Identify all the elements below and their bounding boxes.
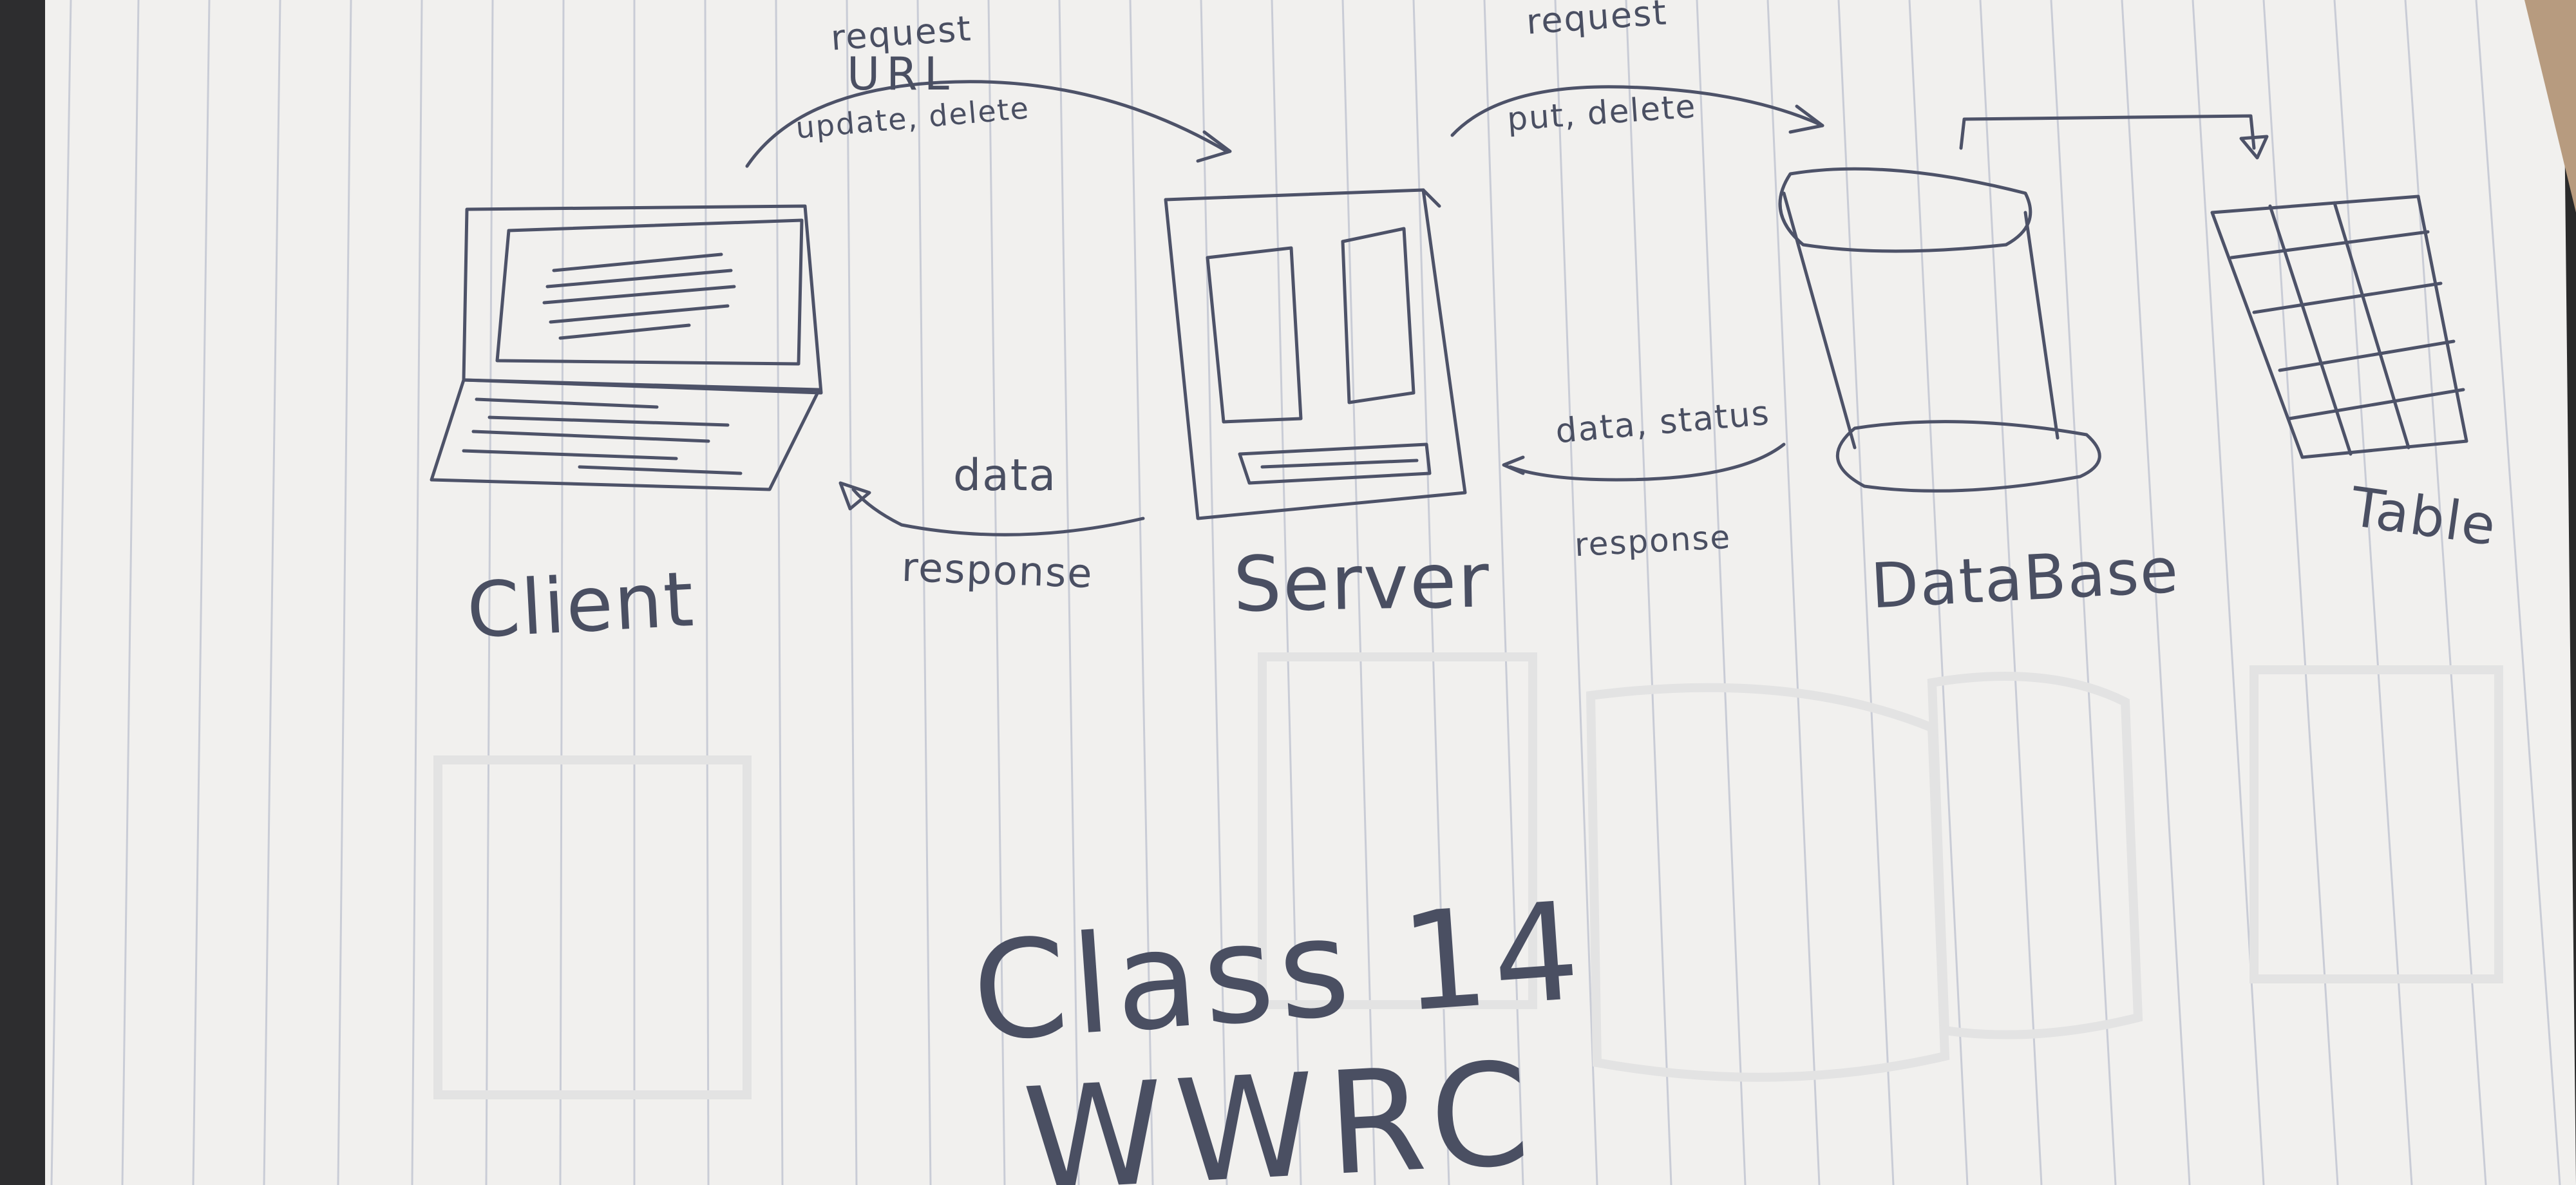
- edge-server-client-data: data: [953, 450, 1057, 501]
- desk-edge: [0, 0, 45, 1185]
- arrow-client-to-server: [745, 80, 1232, 168]
- ruling-lines: [50, 0, 2561, 1185]
- footer-course-code: WWRC: [1019, 1031, 1545, 1185]
- database-label: DataBase: [1869, 534, 2181, 623]
- laptop-icon: [430, 204, 823, 491]
- edge-client-server-url: URL: [847, 48, 956, 100]
- page-show-through: [433, 652, 2503, 1099]
- edge-db-server-response: response: [1573, 518, 1732, 564]
- arrow-database-to-table: [1959, 114, 2269, 160]
- client-label: Client: [464, 554, 697, 656]
- arrow-database-to-server: [1502, 442, 1786, 482]
- table-icon: [2210, 194, 2468, 459]
- database-icon: [1778, 167, 2101, 493]
- server-label: Server: [1232, 535, 1492, 629]
- edge-server-db-request: request: [1525, 0, 1669, 43]
- arrow-server-to-client: [838, 481, 1145, 536]
- edge-server-client-response: response: [900, 543, 1094, 598]
- server-icon: [1164, 188, 1467, 520]
- corner-shadow: [2524, 0, 2576, 213]
- arrow-server-to-database: [1450, 85, 1824, 137]
- drawing-ink: [430, 80, 2468, 536]
